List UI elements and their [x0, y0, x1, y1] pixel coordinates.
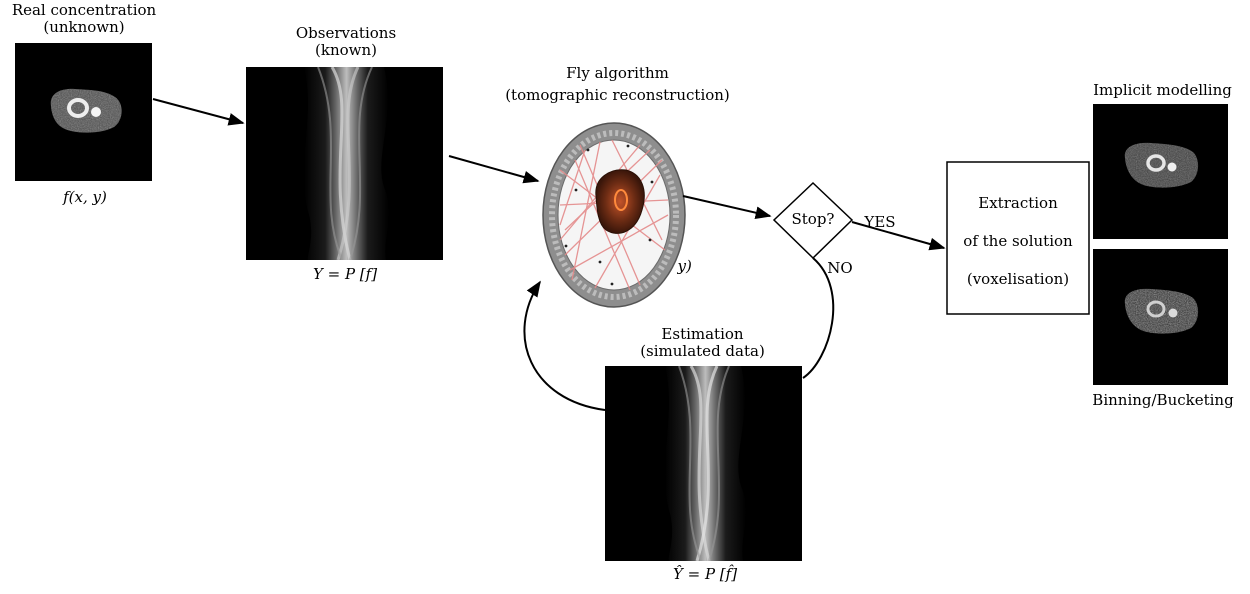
- binned-reconstruction-graphic: [1124, 288, 1199, 334]
- estimation-subtitle: (simulated data): [640, 342, 765, 360]
- arrow-observations-to-fly: [448, 155, 540, 184]
- arrow-estimation-to-fly: [523, 280, 606, 411]
- formula-yhat: Ŷ = P [f̂]: [672, 565, 738, 583]
- estimation-title: Estimation: [661, 325, 744, 343]
- fly-algorithm-title: Fly algorithm: [566, 64, 669, 82]
- real-concentration-title: Real concentration: [11, 1, 157, 19]
- implicit-modelling-label: Implicit modelling: [1093, 81, 1232, 99]
- observations-title: Observations: [295, 24, 397, 42]
- sinogram-graphic: [304, 67, 389, 260]
- observations-sinogram: [246, 67, 443, 260]
- phantom-slice-graphic: [50, 88, 122, 133]
- binning-bucketing-label: Binning/Bucketing: [1092, 391, 1234, 409]
- formula-y: Y = P [f]: [312, 265, 378, 283]
- extraction-line3: (voxelisation): [966, 270, 1070, 288]
- fly-algorithm-illustration: [542, 122, 686, 308]
- real-concentration-image: [15, 43, 152, 181]
- extraction-line2: of the solution: [963, 232, 1073, 250]
- estimated-sinogram-graphic: [665, 366, 746, 561]
- estimation-sinogram: [605, 366, 802, 561]
- formula-f: f(x, y): [63, 188, 107, 206]
- real-concentration-subtitle: (unknown): [43, 18, 125, 36]
- implicit-modelling-image: [1093, 104, 1228, 239]
- stop-label: Stop?: [791, 210, 835, 228]
- arrow-real-to-observations: [152, 98, 245, 126]
- extraction-line1: Extraction: [978, 194, 1058, 212]
- formula-fhat: f̂(x, y): [648, 257, 692, 275]
- no-label: NO: [827, 259, 853, 277]
- fly-algorithm-subtitle: (tomographic reconstruction): [505, 86, 730, 104]
- observations-subtitle: (known): [315, 41, 377, 59]
- yes-label: YES: [864, 213, 896, 231]
- implicit-reconstruction-graphic: [1124, 142, 1199, 188]
- binning-bucketing-image: [1093, 249, 1228, 385]
- arrow-fly-to-stop: [682, 195, 772, 220]
